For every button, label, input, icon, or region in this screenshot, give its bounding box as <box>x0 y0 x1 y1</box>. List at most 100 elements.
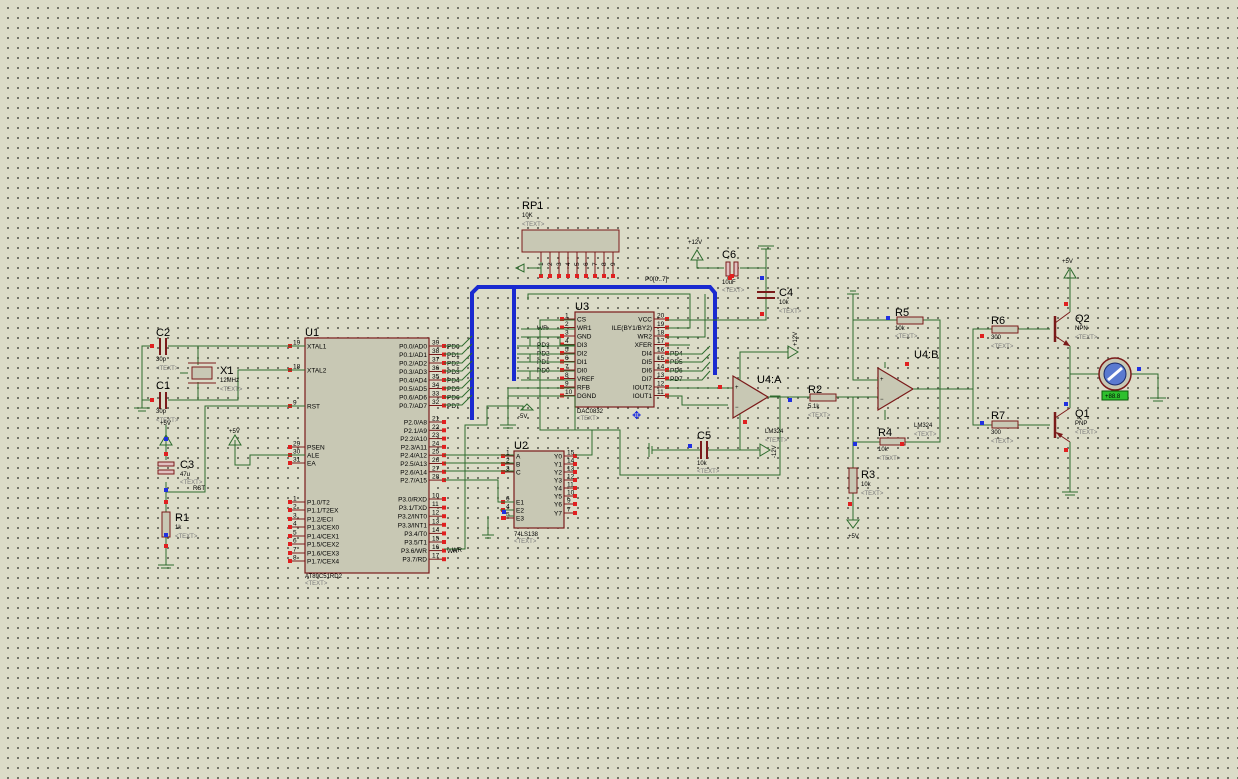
u1-pin-name: P1.3/CEX0 <box>307 525 340 532</box>
c2-capacitor[interactable] <box>159 338 167 355</box>
u1-pin-num: 31 <box>293 457 301 464</box>
u2-pin-3[interactable]: 3C <box>501 466 521 477</box>
rp1-pin-7[interactable]: 7 <box>592 252 599 278</box>
u2-pin-name: E2 <box>516 508 524 515</box>
r7-resistor[interactable] <box>991 420 1019 429</box>
c4-capacitor[interactable] <box>757 291 775 299</box>
u1-pin-3[interactable]: 3P1.2/ECI <box>288 513 333 524</box>
rp1-pin-6[interactable]: 6 <box>583 252 590 278</box>
pin-marker-red <box>1064 302 1068 306</box>
u1-pin-7[interactable]: 7P1.6/CEX3 <box>288 547 340 558</box>
u1-pin-num: 19 <box>293 340 301 347</box>
u3-pin-num: 14 <box>657 364 665 371</box>
data-bus[interactable] <box>470 285 717 420</box>
rp1-pin-5[interactable]: 5 <box>574 252 581 278</box>
c5-capacitor[interactable] <box>700 441 708 459</box>
u2-pin-2[interactable]: 2B <box>501 458 520 469</box>
u4b-opamp[interactable] <box>877 366 915 412</box>
u4a-vcc-label: +12V <box>793 332 799 346</box>
r6-resistor[interactable] <box>991 325 1019 334</box>
motor-readout: +88.8 <box>1105 394 1121 400</box>
c1-capacitor[interactable] <box>159 392 167 409</box>
u1-pin-4[interactable]: 4P1.3/CEX0 <box>288 521 340 532</box>
u3-dac[interactable] <box>574 311 655 408</box>
r3-resistor[interactable] <box>848 467 858 494</box>
q1-transistor[interactable] <box>1053 407 1071 443</box>
c3-capacitor[interactable] <box>157 461 175 475</box>
ground-u2-icon <box>482 534 494 539</box>
u1-ref: U1 <box>305 327 319 339</box>
q2-transistor[interactable] <box>1053 311 1071 347</box>
u1-pin-1[interactable]: 1P1.0/T2 <box>288 496 330 507</box>
r2-resistor[interactable] <box>809 393 837 402</box>
u1-pin-num: 17 <box>432 553 440 560</box>
u1-pin-2[interactable]: 2P1.1/T2EX <box>288 504 339 515</box>
rp1-pin-8[interactable]: 8 <box>601 252 608 278</box>
rp1-pin-2[interactable]: 2 <box>547 252 554 278</box>
x1-crystal[interactable] <box>188 362 216 384</box>
r7-text: <TEXT> <box>991 439 1014 445</box>
rp1-pin-num: 9 <box>610 262 617 266</box>
pin-marker-blue <box>1137 367 1141 371</box>
u3-pin-name: DI0 <box>577 368 588 375</box>
r4-value: 10k <box>878 447 889 453</box>
u4a-opamp[interactable] <box>732 374 770 420</box>
rp1-pin-9[interactable]: 9 <box>610 252 617 278</box>
u2-pin-9[interactable]: 9Y6 <box>554 498 577 509</box>
r6-ref: R6 <box>991 315 1005 327</box>
r5-resistor[interactable] <box>896 316 924 325</box>
rp1-pin-4[interactable]: 4 <box>565 252 572 278</box>
u1-net-label: PD4 <box>447 378 460 385</box>
rp1-pin-3[interactable]: 3 <box>556 252 563 278</box>
u2-pin-num: 9 <box>567 498 571 505</box>
c6-capacitor[interactable] <box>725 261 739 277</box>
rp1-resistor-pack[interactable] <box>521 229 620 253</box>
u3-ref: U3 <box>575 301 589 313</box>
u1-pin-name: P2.6/A14 <box>400 469 427 476</box>
pin-marker-red <box>760 312 764 316</box>
q1-text: <TEXT> <box>1075 430 1098 436</box>
r4-resistor[interactable] <box>879 437 906 446</box>
u4a-vee-label: -12V <box>772 445 778 458</box>
u1-pin-5[interactable]: 5P1.4/CEX1 <box>288 530 340 541</box>
u2-pin-1[interactable]: 1A <box>501 450 521 461</box>
u2-decoder[interactable] <box>513 450 565 529</box>
u2-pin-7[interactable]: 7Y7 <box>554 507 577 518</box>
u1-pin-6[interactable]: 6P1.5/CEX2 <box>288 538 340 549</box>
u3-pin-1[interactable]: 1CS <box>560 313 587 324</box>
u1-pin-name: P2.5/A13 <box>400 461 427 468</box>
dc-motor[interactable] <box>1098 357 1132 401</box>
u1-pin-8[interactable]: 8P1.7/CEX4 <box>288 555 340 566</box>
rp1-pin-num: 2 <box>547 262 554 266</box>
u1-text: <TEXT> <box>305 581 328 587</box>
p12v-supply-icon <box>690 249 704 261</box>
pin-marker-red <box>164 452 168 456</box>
